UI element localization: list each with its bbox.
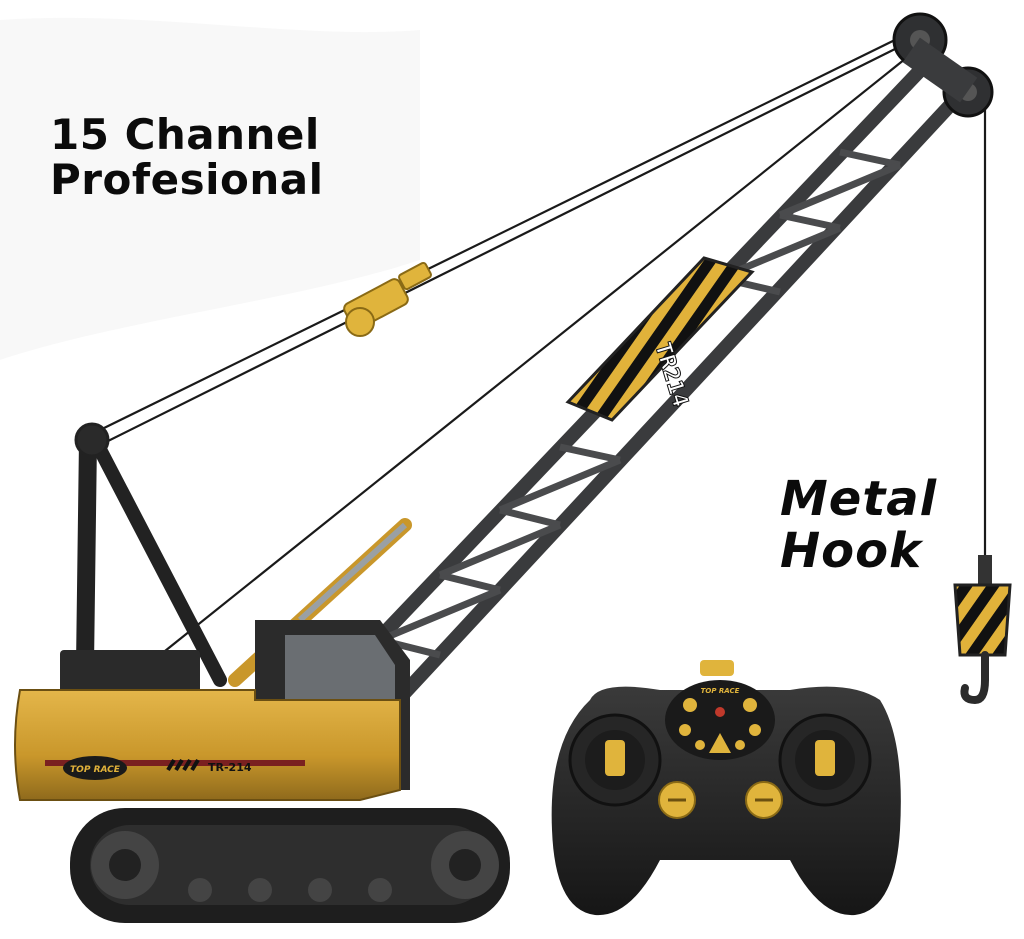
remote-controller: TOP RACE — [551, 660, 901, 916]
crane-boom: TR214 — [323, 12, 994, 707]
cable-tension-block — [343, 261, 432, 337]
channel-caption: 15 Channel Profesional — [50, 112, 324, 203]
metal-hook — [953, 555, 1012, 705]
channel-caption-line1: 15 Channel — [50, 110, 320, 159]
crane-cables — [99, 34, 987, 656]
channel-caption-line2: Profesional — [50, 155, 324, 205]
svg-text:TOP RACE: TOP RACE — [701, 687, 740, 695]
hook-caption: Metal Hook — [780, 471, 938, 579]
svg-text:TOP RACE: TOP RACE — [70, 765, 121, 775]
crane-mast — [74, 422, 227, 687]
crane-body: TOP RACE TR-214 — [14, 620, 410, 801]
body-model-label: TR-214 — [208, 761, 252, 774]
hook-caption-line2: Hook — [780, 522, 923, 579]
crawler-tracks — [70, 808, 510, 923]
brand-logo: TOP RACE — [63, 756, 127, 780]
hook-caption-line1: Metal — [780, 471, 938, 527]
